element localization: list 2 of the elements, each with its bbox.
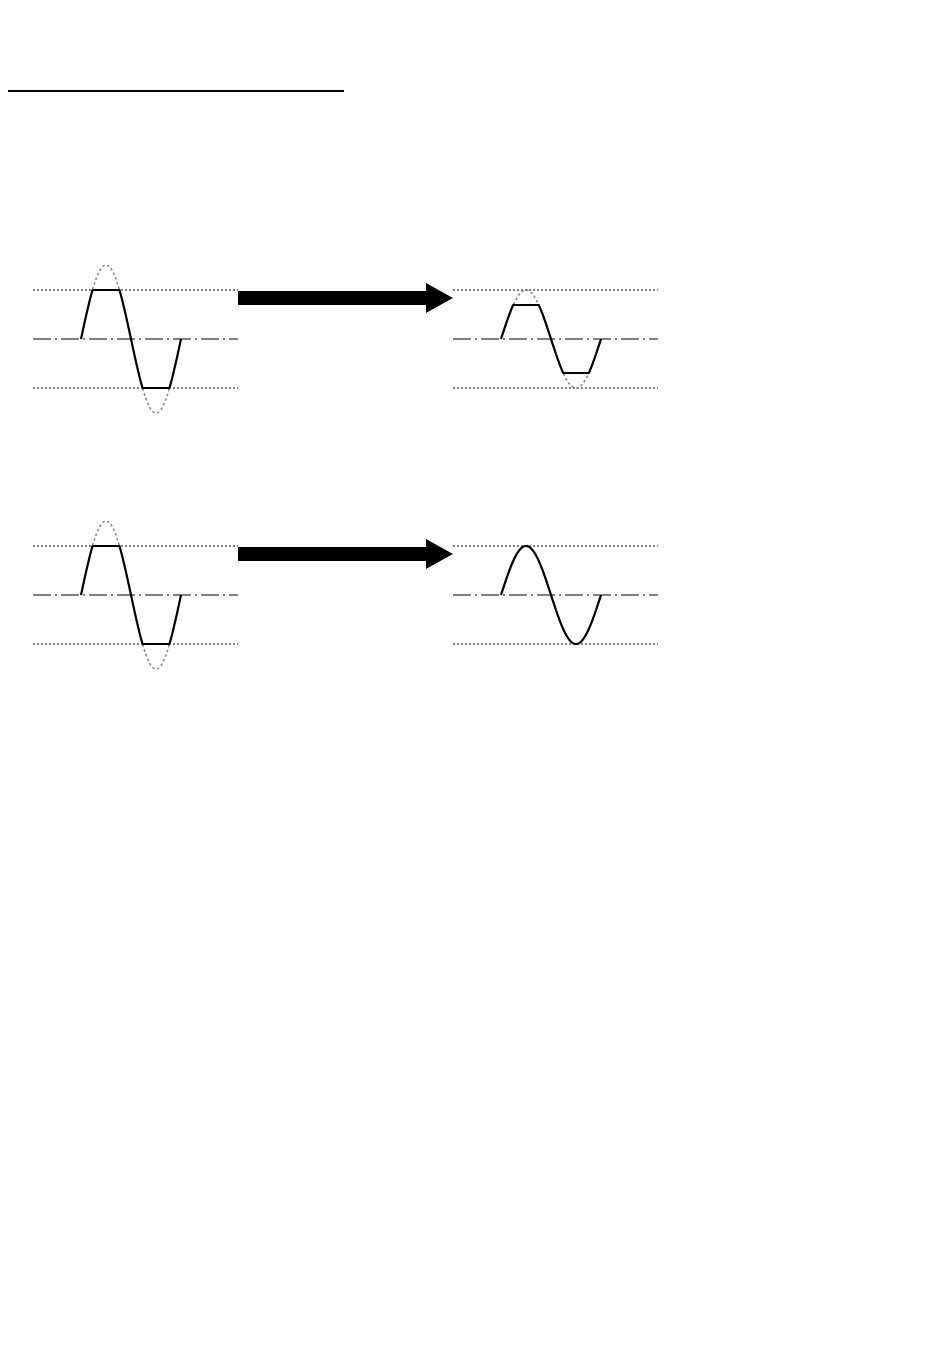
block-arrow	[238, 283, 453, 313]
block-arrow	[238, 539, 453, 569]
